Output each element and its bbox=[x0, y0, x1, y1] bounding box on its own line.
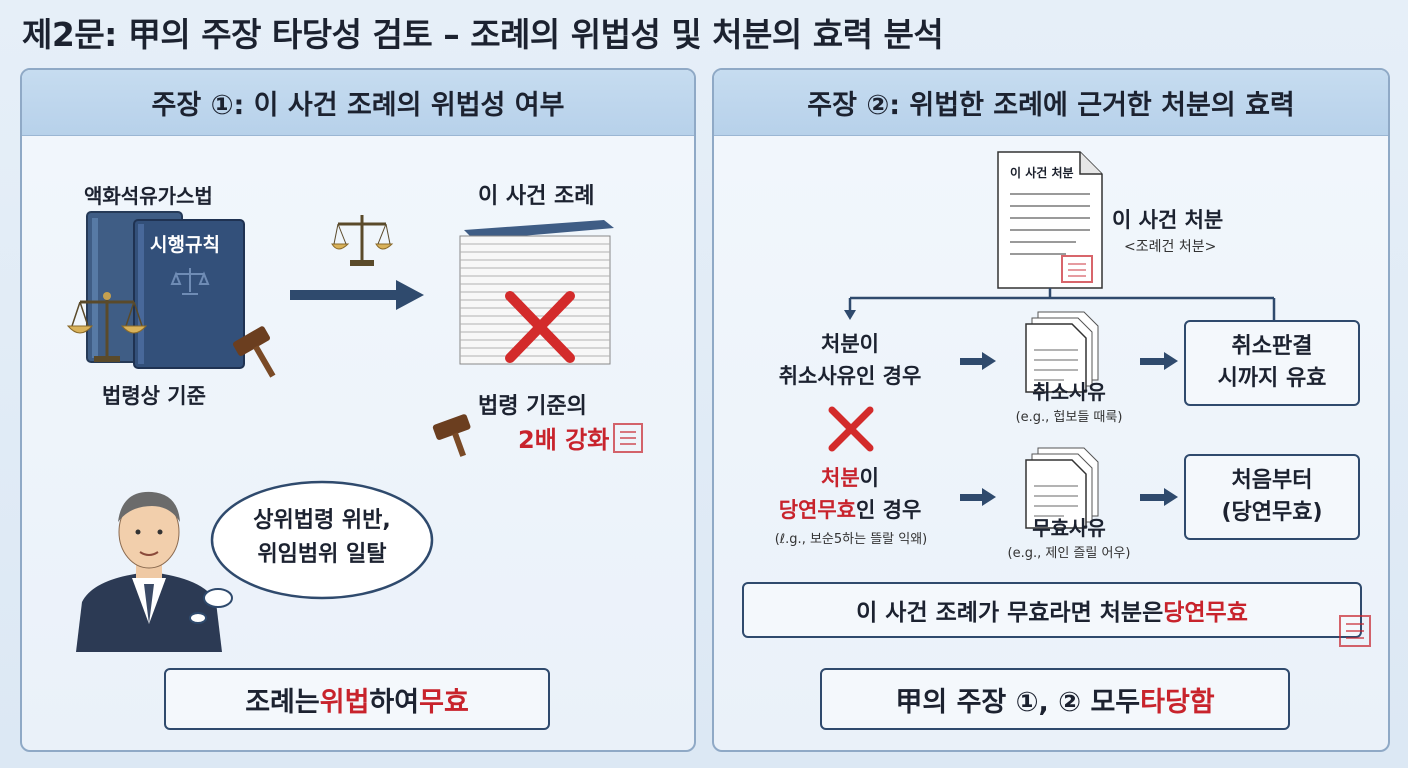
doc2-label: 무효사유 bbox=[1032, 516, 1106, 540]
result2-line2: (당연무효) bbox=[1221, 500, 1323, 525]
doc2-example: (e.g., 제인 즐릴 어우) bbox=[1007, 546, 1131, 561]
case1-line2: 취소사유인 경우 bbox=[778, 364, 922, 388]
conclusion1-text-a: 조례는 bbox=[245, 686, 320, 718]
case2-line1: 처분이 bbox=[780, 462, 920, 492]
gavel-icon bbox=[233, 326, 276, 378]
result1-line1: 취소판결 bbox=[1231, 334, 1313, 359]
disposition-label: 이 사건 처분 bbox=[1112, 208, 1224, 232]
cancel-reason-docs-icon bbox=[1025, 311, 1099, 393]
law-label: 액화석유가스법 bbox=[84, 184, 213, 208]
final-valid: 타당함 bbox=[1140, 686, 1215, 718]
bubble-line1: 상위법령 위반, bbox=[253, 508, 391, 533]
void-reason-docs-icon bbox=[1025, 447, 1099, 529]
gavel-icon-2 bbox=[432, 414, 471, 457]
case2-void: 당연무효 bbox=[778, 498, 856, 522]
conclusion1-illegal: 위법 bbox=[319, 686, 370, 718]
doc-seal-icon bbox=[1061, 255, 1093, 283]
case2-line2: 당연무효인 경우 bbox=[750, 494, 950, 524]
ordinance-paper-stack bbox=[459, 220, 614, 365]
doc1-example: (e.g., 헙보들 때룩) bbox=[1015, 410, 1123, 425]
case2-suffix: 인 경우 bbox=[856, 498, 922, 522]
conclusion1-void: 무효 bbox=[419, 686, 469, 718]
claim1-panel: 주장 ①: 이 사건 조례의 위법성 여부 액화석유가스법 bbox=[20, 68, 696, 752]
result1-box: 취소판결 시까지 유효 bbox=[1184, 320, 1360, 406]
conclusion1-text-c: 하여 bbox=[369, 686, 420, 718]
final-text: 甲의 주장 ①, ② 모두 bbox=[895, 686, 1141, 718]
summary-box: 이 사건 조례가 무효라면 처분은 당연무효 bbox=[742, 582, 1362, 638]
disposition-sub: <조례건 처분> bbox=[1124, 239, 1217, 255]
law-books-illustration bbox=[66, 211, 276, 378]
person-avatar bbox=[76, 491, 222, 652]
disposition-document-icon bbox=[997, 151, 1103, 289]
book-scale-emblem bbox=[170, 268, 210, 295]
claim2-header: 주장 ②: 위법한 조례에 근거한 처분의 효력 bbox=[714, 70, 1388, 136]
claim2-panel: 주장 ②: 위법한 조례에 근거한 처분의 효력 이 사건 처분 이 사건 처분… bbox=[712, 68, 1390, 752]
case2-disposition: 처분 bbox=[821, 466, 860, 490]
thought-bubble bbox=[189, 480, 434, 624]
case2-example: (ℓ.g., 보순5하는 뜰랄 익왜) bbox=[774, 532, 928, 547]
case1-line1: 처분이 bbox=[821, 332, 879, 356]
not-both-x-icon bbox=[828, 406, 874, 452]
bubble-line2: 위임범위 일탈 bbox=[257, 542, 387, 567]
ordinance-label: 이 사건 조례 bbox=[478, 184, 595, 209]
rule-book-label: 시행규칙 bbox=[150, 234, 220, 256]
legal-standard-label: 법령상 기준 bbox=[102, 384, 206, 408]
seal-stamp-icon bbox=[613, 423, 643, 453]
result2-line1: 처음부터 bbox=[1231, 468, 1313, 493]
reinforce-line1: 법령 기준의 bbox=[478, 394, 587, 419]
summary-seal-icon bbox=[1339, 615, 1371, 647]
balance-scale-icon bbox=[331, 215, 394, 266]
reinforce-line2: 2배 강화 bbox=[518, 426, 610, 454]
doc-title: 이 사건 처분 bbox=[1010, 166, 1074, 180]
summary-void: 당연무효 bbox=[1163, 600, 1248, 626]
page-title: 제2문: 甲의 주장 타당성 검토 – 조례의 위법성 및 처분의 효력 분석 bbox=[22, 15, 944, 54]
result1-line2: 시까지 유효 bbox=[1217, 366, 1327, 391]
claim2-conclusion-box: 甲의 주장 ①, ② 모두 타당함 bbox=[820, 668, 1290, 730]
result2-box: 처음부터 (당연무효) bbox=[1184, 454, 1360, 540]
summary-text: 이 사건 조례가 무효라면 처분은 bbox=[856, 600, 1164, 626]
branch-connector bbox=[828, 288, 1276, 506]
comparison-arrow bbox=[290, 215, 424, 310]
scale-icon bbox=[66, 292, 148, 362]
case2-particle: 이 bbox=[859, 466, 879, 490]
doc1-label: 취소사유 bbox=[1032, 380, 1106, 404]
invalid-x-icon bbox=[505, 291, 575, 363]
claim1-header: 주장 ①: 이 사건 조례의 위법성 여부 bbox=[22, 70, 694, 136]
